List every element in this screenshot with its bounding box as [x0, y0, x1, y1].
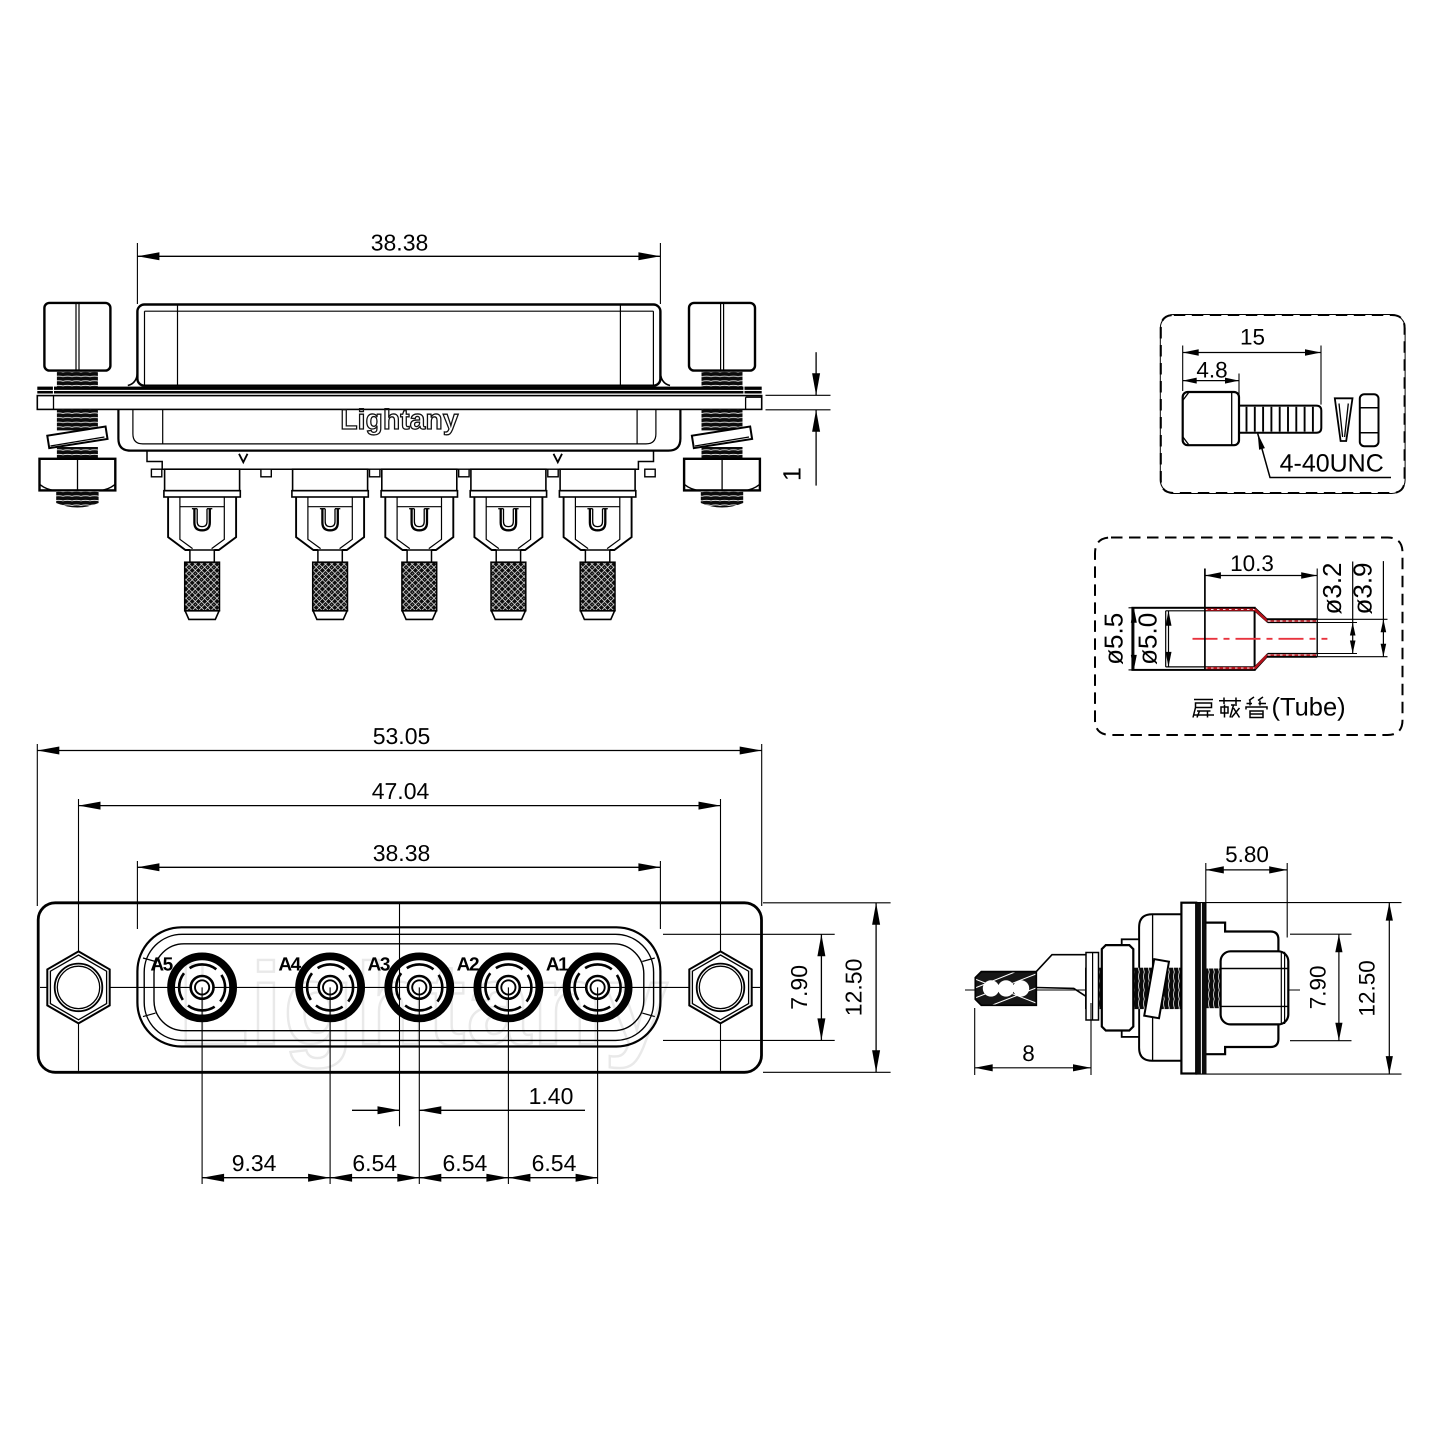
svg-text:4.8: 4.8 [1196, 358, 1227, 383]
svg-text:53.05: 53.05 [373, 723, 431, 749]
svg-text:A1: A1 [546, 955, 569, 976]
svg-text:8: 8 [1022, 1041, 1035, 1066]
svg-text:Lightany: Lightany [340, 404, 458, 435]
svg-text:47.04: 47.04 [372, 778, 430, 804]
svg-text:12.50: 12.50 [1355, 960, 1380, 1016]
svg-text:38.38: 38.38 [371, 230, 429, 256]
svg-text:4-40UNC: 4-40UNC [1280, 450, 1384, 478]
svg-text:ø3.2: ø3.2 [1317, 562, 1347, 614]
svg-text:6.54: 6.54 [352, 1150, 397, 1176]
svg-text:ø5.5: ø5.5 [1099, 613, 1129, 665]
svg-text:9.34: 9.34 [232, 1150, 277, 1176]
svg-text:5.80: 5.80 [1225, 842, 1269, 867]
svg-text:ø5.0: ø5.0 [1132, 613, 1162, 665]
svg-text:A4: A4 [278, 955, 301, 976]
svg-text:15: 15 [1240, 325, 1265, 350]
svg-text:A3: A3 [368, 955, 390, 976]
svg-text:A5: A5 [150, 955, 173, 976]
svg-text:7.90: 7.90 [1305, 966, 1330, 1010]
svg-text:38.38: 38.38 [373, 840, 431, 866]
svg-text:(Tube): (Tube) [1272, 694, 1346, 722]
svg-text:A2: A2 [457, 955, 479, 976]
svg-text:6.54: 6.54 [532, 1150, 577, 1176]
svg-text:6.54: 6.54 [443, 1150, 488, 1176]
svg-text:10.3: 10.3 [1230, 551, 1274, 576]
svg-text:ø3.9: ø3.9 [1348, 562, 1378, 614]
svg-text:7.90: 7.90 [786, 965, 812, 1010]
svg-text:1.40: 1.40 [529, 1083, 574, 1109]
svg-text:12.50: 12.50 [841, 959, 867, 1017]
svg-text:1: 1 [779, 467, 807, 481]
